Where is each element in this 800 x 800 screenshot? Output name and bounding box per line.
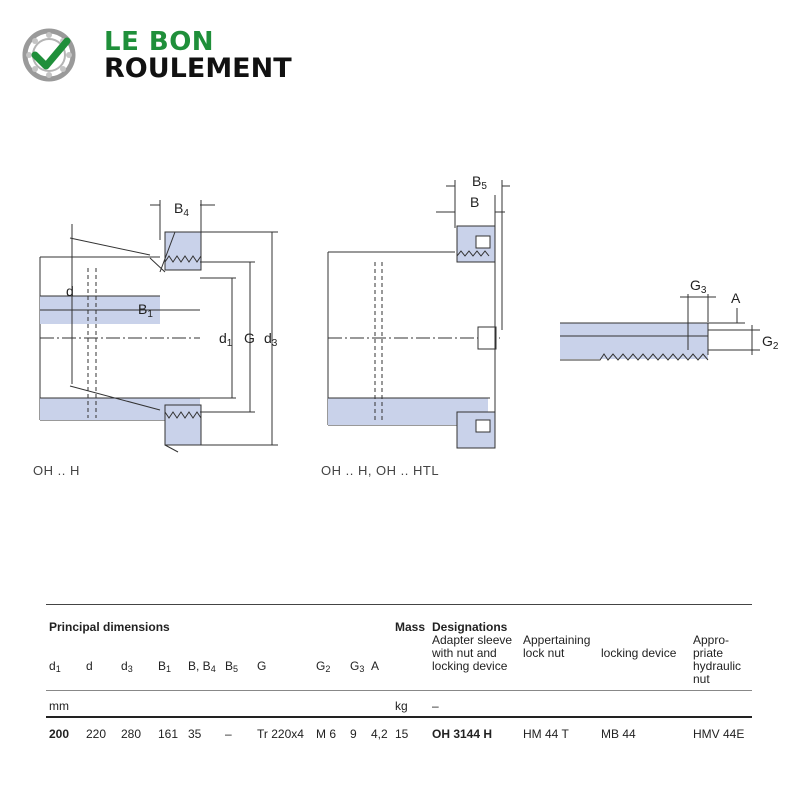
drawing-thread-detail <box>560 294 760 361</box>
label-d3: d3 <box>264 330 278 349</box>
header-designations: Designations <box>432 620 508 634</box>
drawing-oh-htl <box>327 180 510 449</box>
header-hydraulic-4: nut <box>693 672 710 686</box>
cell-g3: 9 <box>350 727 357 741</box>
cell-d: 220 <box>86 727 107 741</box>
table-rule-mid <box>46 690 752 691</box>
caption-oh-h: OH .. H <box>33 463 80 478</box>
drawing-oh-h-labels: B4 d B1 d1 G d3 <box>66 200 278 349</box>
unit-dash: – <box>432 699 439 713</box>
caption-oh-htl: OH .. H, OH .. HTL <box>321 463 440 478</box>
col-g: G <box>257 659 267 673</box>
label-g3: G3 <box>690 277 707 296</box>
cell-d1: 200 <box>49 727 70 741</box>
cell-a: 4,2 <box>371 727 388 741</box>
col-g2: G2 <box>316 659 331 674</box>
header-locking-device: locking device <box>601 646 677 660</box>
cell-g2: M 6 <box>316 727 337 741</box>
drawing-oh-h <box>39 200 278 453</box>
unit-mm: mm <box>49 699 69 713</box>
label-d1: d1 <box>219 330 233 349</box>
cell-b1: 161 <box>158 727 179 741</box>
drawing-oh-htl-labels: B5 B <box>470 173 487 210</box>
label-b5: B5 <box>472 173 487 192</box>
cell-b-b4: 35 <box>188 727 202 741</box>
header-principal-dimensions: Principal dimensions <box>49 620 170 634</box>
col-b1: B1 <box>158 659 172 674</box>
header-adapter-sleeve-1: Adapter sleeve <box>432 633 513 647</box>
col-b-b4: B, B4 <box>188 659 216 674</box>
label-b: B <box>470 194 479 210</box>
cell-g: Tr 220x4 <box>257 727 304 741</box>
header-mass: Mass <box>395 620 426 634</box>
cell-lock-nut: HM 44 T <box>523 727 569 741</box>
header-adapter-sleeve-2: with nut and <box>432 646 497 660</box>
header-lock-nut-1: Appertaining <box>523 633 591 647</box>
header-lock-nut-2: lock nut <box>523 646 565 660</box>
cell-mass: 15 <box>395 727 409 741</box>
header-adapter-sleeve-3: locking device <box>432 659 508 673</box>
label-g2: G2 <box>762 333 779 352</box>
brand-line-1: LE BON <box>104 27 215 57</box>
col-d3: d3 <box>121 659 133 674</box>
col-a: A <box>371 659 380 673</box>
cell-hydraulic-nut: HMV 44E <box>693 727 745 741</box>
drawing-thread-detail-labels: G3 A G2 <box>690 277 779 352</box>
label-g: G <box>244 330 255 346</box>
bearing-check-icon <box>22 28 76 82</box>
table-rule-top <box>46 604 752 605</box>
col-d: d <box>86 659 93 673</box>
col-b5: B5 <box>225 659 239 674</box>
unit-kg: kg <box>395 699 408 713</box>
header-hydraulic-3: hydraulic <box>693 659 742 673</box>
label-d: d <box>66 283 74 299</box>
header-hydraulic-2: priate <box>693 646 724 660</box>
brand-line-2: ROULEMENT <box>104 53 292 84</box>
col-d1: d1 <box>49 659 61 674</box>
cell-adapter-sleeve: OH 3144 H <box>432 727 493 741</box>
table-rule-thick <box>46 716 752 718</box>
cell-d3: 280 <box>121 727 142 741</box>
col-g3: G3 <box>350 659 365 674</box>
header-hydraulic-1: Appro- <box>693 633 730 647</box>
technical-drawing: B4 d B1 d1 G d3 B5 B <box>39 173 779 453</box>
label-b4: B4 <box>174 200 189 219</box>
cell-b5: – <box>225 727 232 741</box>
label-b1: B1 <box>138 301 153 320</box>
brand-logo: LE BON ROULEMENT <box>22 26 302 86</box>
label-a: A <box>731 290 741 306</box>
cell-locking-device: MB 44 <box>601 727 636 741</box>
